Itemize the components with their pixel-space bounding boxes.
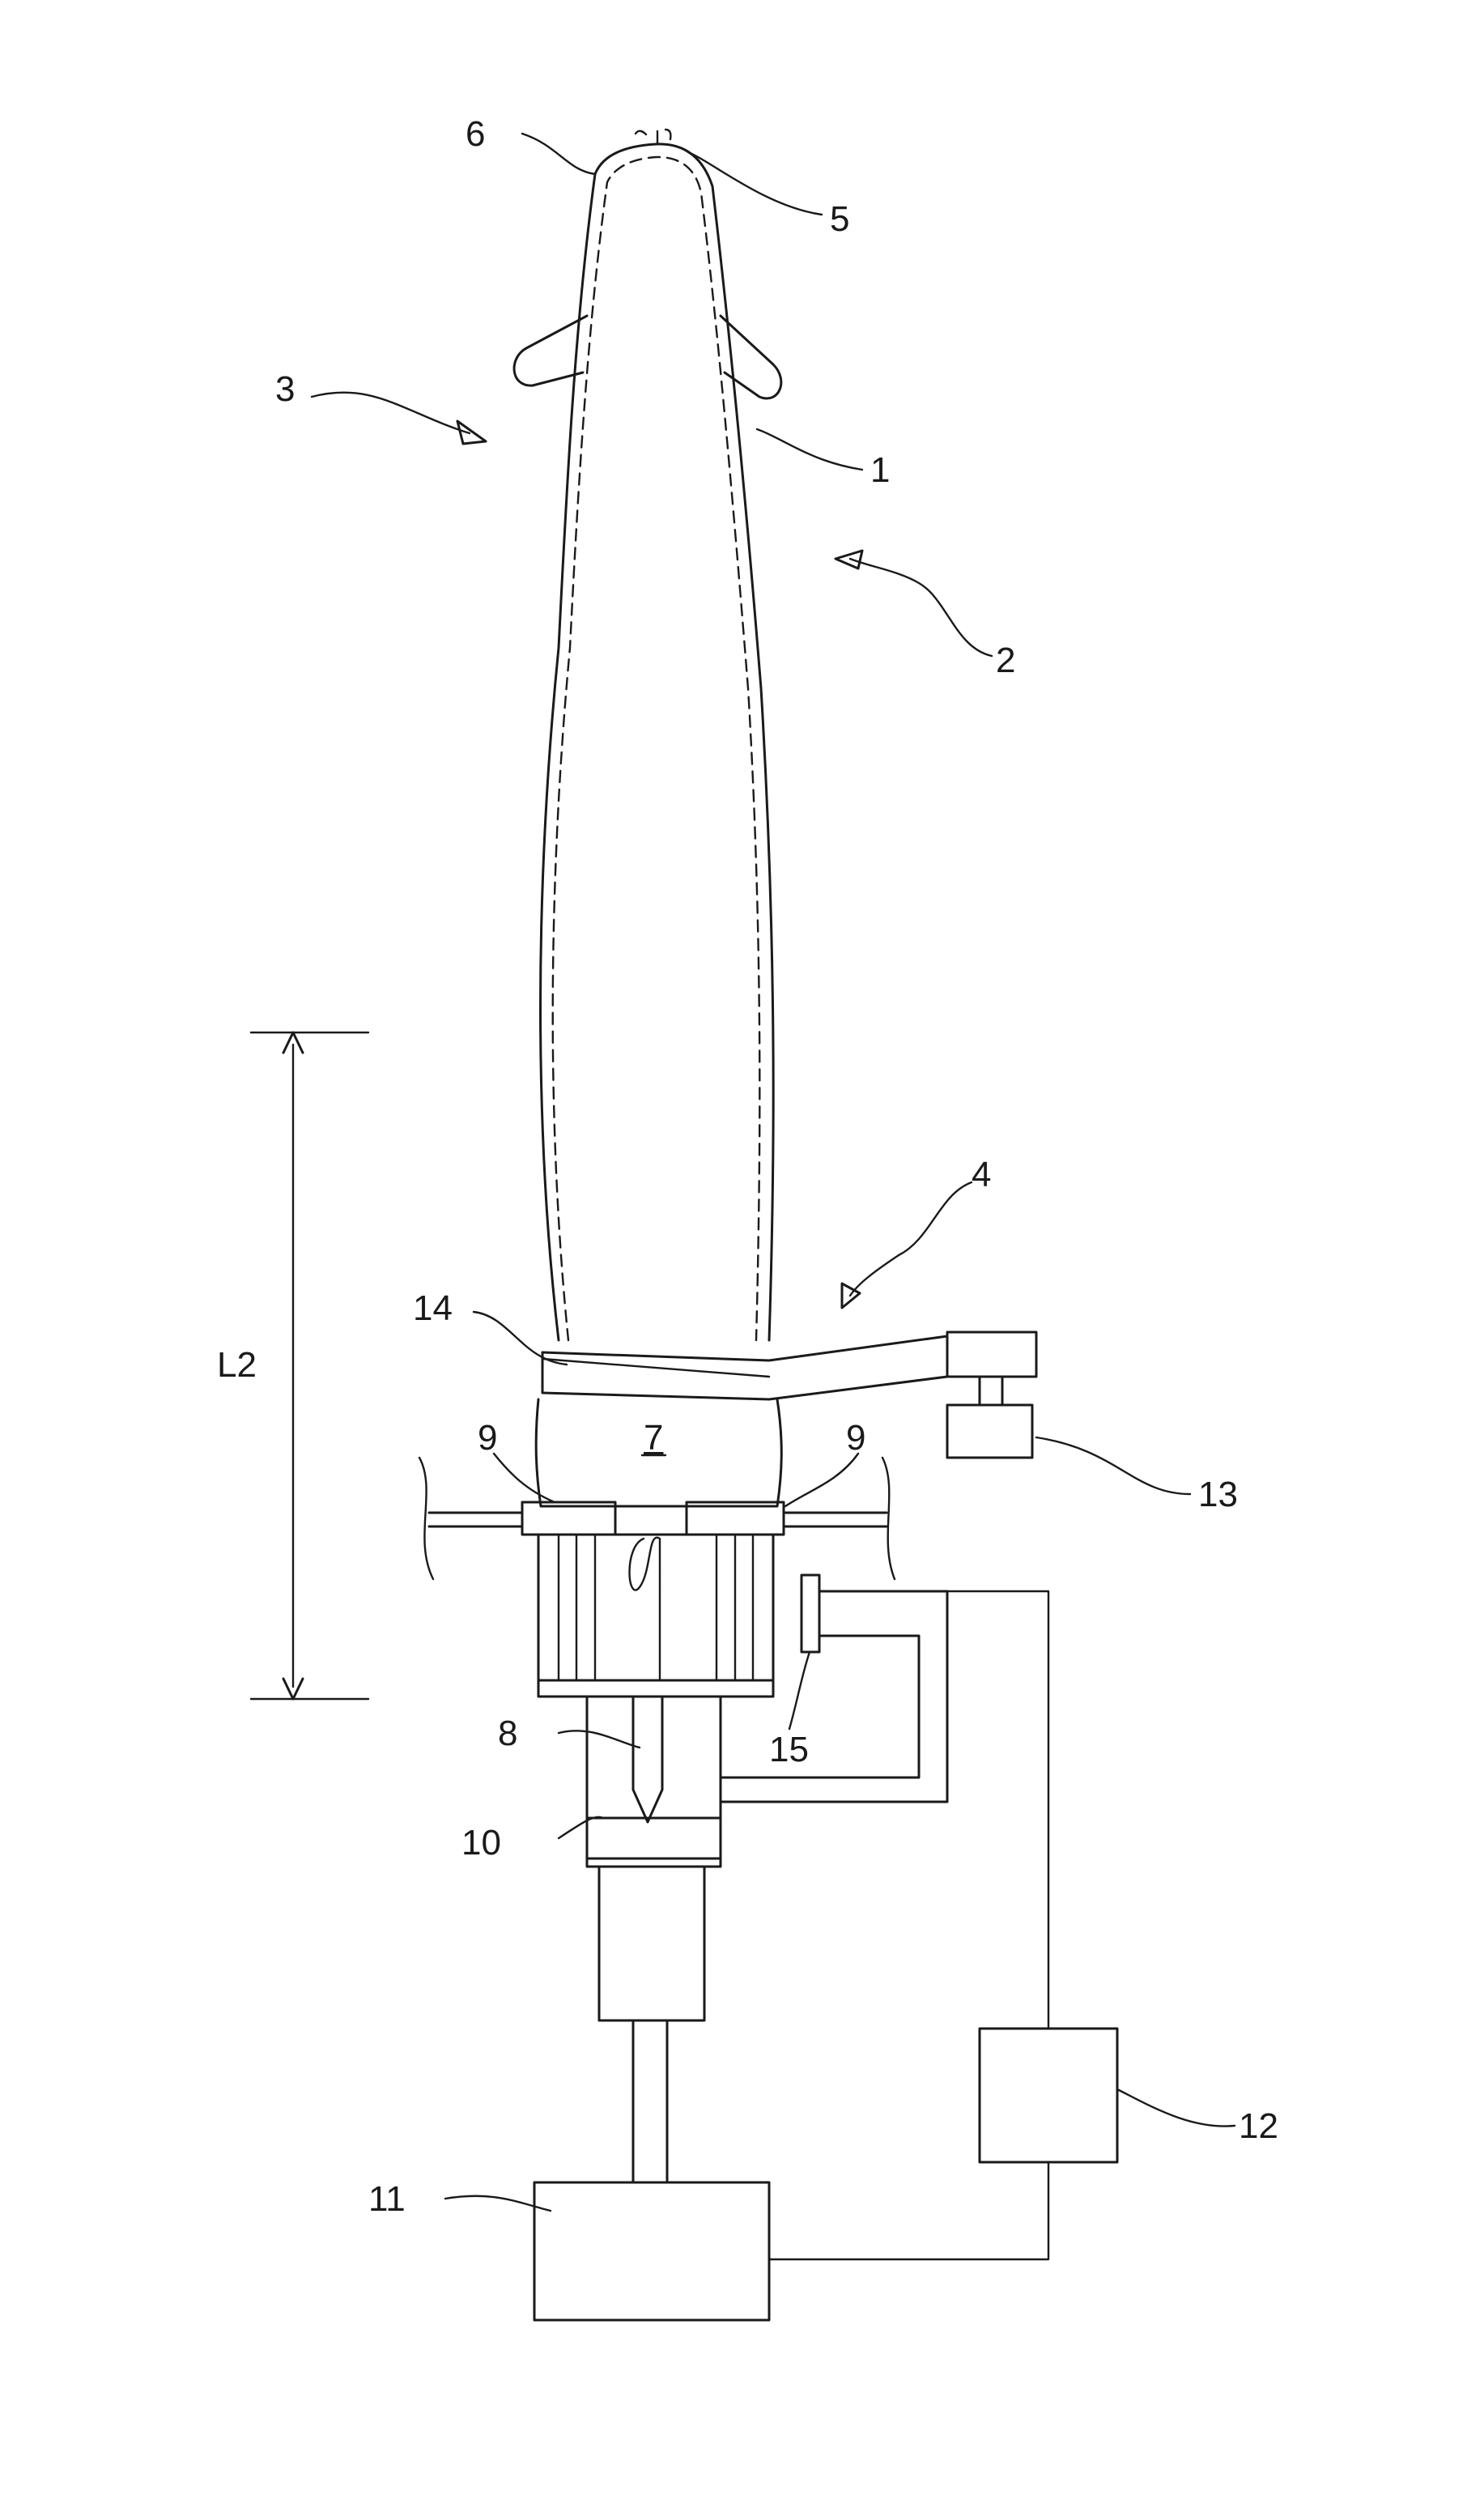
ref-label-11: 11 (368, 2179, 406, 2219)
leader-13 (1036, 1437, 1190, 1494)
rail-right-break (882, 1458, 895, 1579)
ref-label-9-left: 9 (478, 1418, 497, 1458)
ref-label-1: 1 (870, 450, 890, 490)
leader-10 (559, 1817, 603, 1838)
sensor-15 (802, 1575, 819, 1652)
rod-lower (633, 2020, 667, 2182)
actuator-box-13 (947, 1405, 1032, 1458)
ref-label-2: 2 (996, 641, 1015, 680)
frame-body (538, 1535, 773, 1697)
leader-8 (559, 1731, 640, 1748)
wire-controller-motor (769, 2162, 1048, 2259)
clamp-end-block (947, 1332, 1036, 1377)
arrow-3 (457, 421, 486, 444)
ref-label-13: 13 (1198, 1475, 1238, 1514)
motor-11 (534, 2182, 769, 2320)
controller-12 (980, 2029, 1117, 2162)
garment-outline (541, 144, 774, 1340)
ref-label-L2: L2 (217, 1345, 257, 1385)
leader-6 (522, 134, 595, 174)
right-arm (721, 316, 781, 398)
leader-1 (757, 429, 862, 470)
leader-5 (688, 152, 822, 215)
piston-8 (633, 1697, 662, 1822)
leader-4 (850, 1182, 972, 1296)
ref-label-5: 5 (830, 199, 849, 239)
cylinder-lower (599, 1867, 704, 2020)
ref-label-12: 12 (1239, 2106, 1278, 2146)
drive-stem-13 (980, 1377, 1002, 1405)
ref-label-8: 8 (498, 1714, 517, 1753)
top-mark (636, 130, 670, 143)
clamp-band-inner (542, 1359, 769, 1377)
leader-15 (789, 1652, 810, 1729)
feedback-loop-inner (721, 1636, 919, 1778)
leader-12 (1117, 2089, 1235, 2127)
leader-9-left (494, 1454, 555, 1502)
ref-label-4: 4 (972, 1155, 991, 1194)
leader-9-right (785, 1454, 858, 1506)
wire-controller-sensor (819, 1591, 1048, 2029)
piston-rod (587, 1697, 721, 1858)
ref-label-15: 15 (769, 1730, 809, 1769)
ref-label-3: 3 (275, 369, 295, 409)
ref-label-7: 7 (644, 1418, 663, 1458)
rail-left-break (419, 1458, 433, 1579)
leader-3 (312, 393, 470, 433)
ref-label-6: 6 (466, 114, 485, 154)
leader-14 (474, 1312, 567, 1365)
arrow-2 (836, 551, 862, 568)
clamp-band (542, 1336, 947, 1399)
leader-2 (850, 559, 992, 656)
connector-wire (630, 1538, 661, 1680)
ref-label-14: 14 (413, 1288, 453, 1328)
ref-label-9-right: 9 (846, 1418, 865, 1458)
ref-label-10: 10 (461, 1823, 501, 1863)
